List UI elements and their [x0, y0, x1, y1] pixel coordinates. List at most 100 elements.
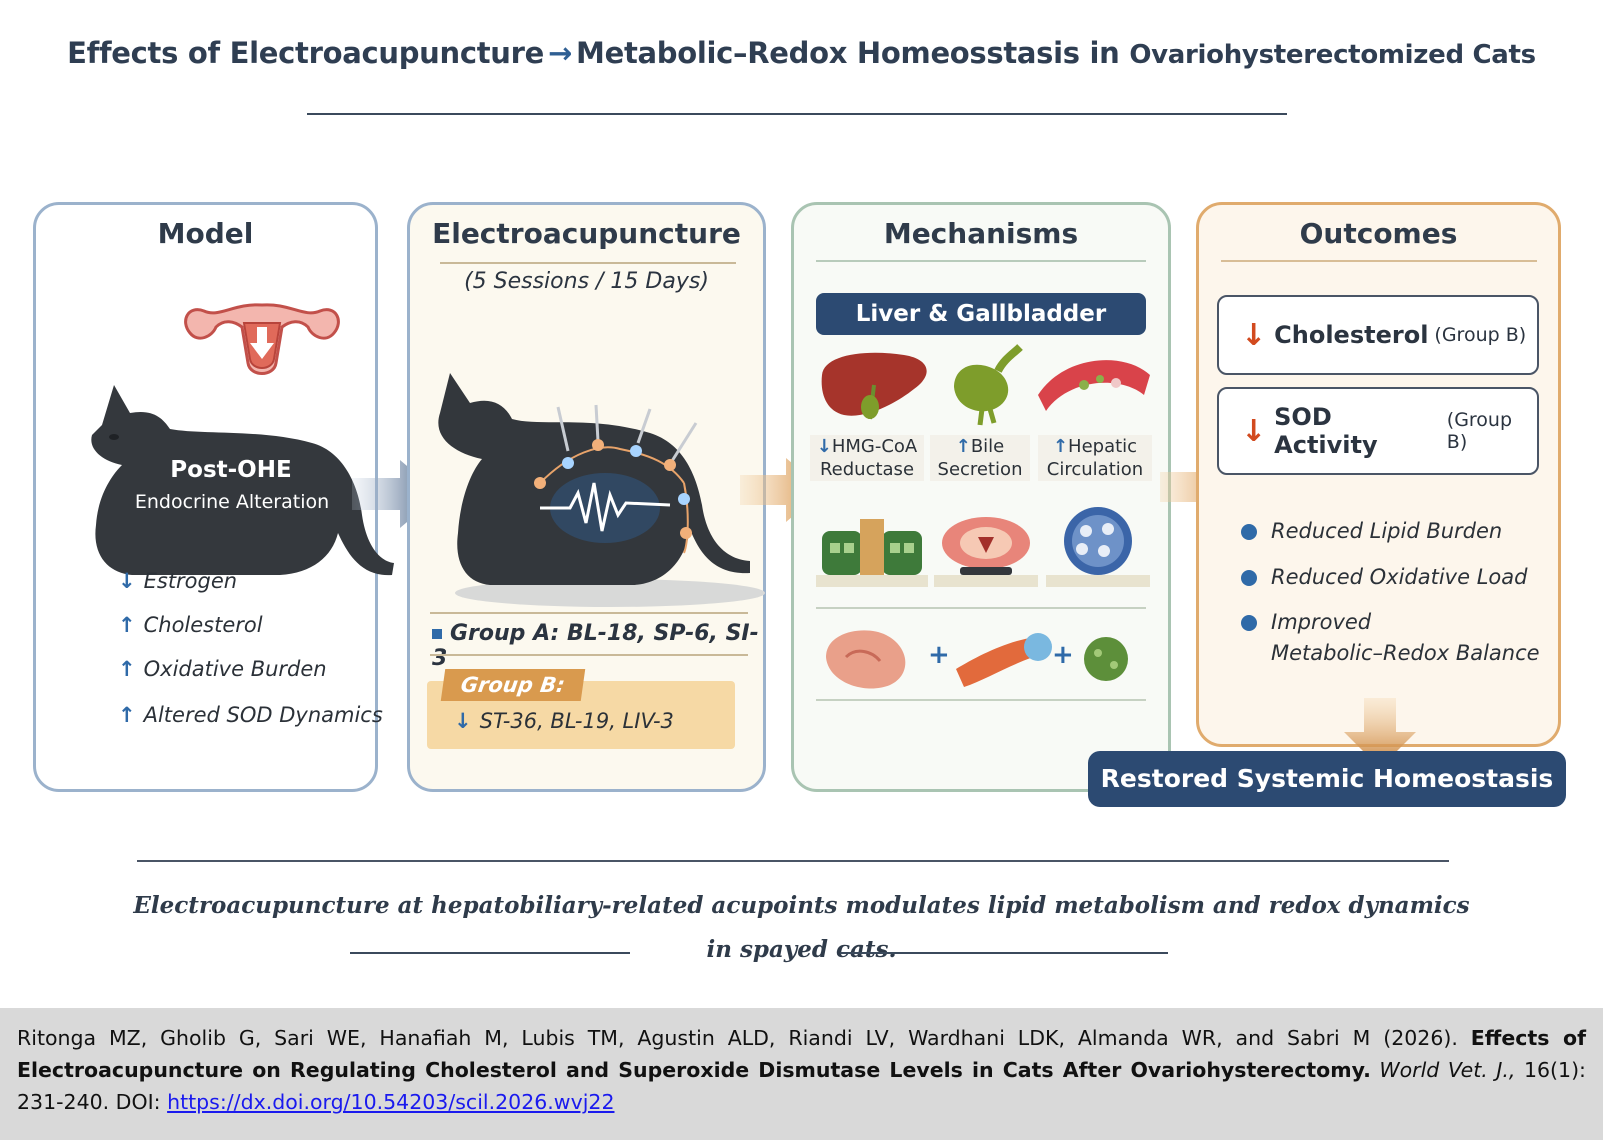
citation-authors: Ritonga MZ, Gholib G, Sari WE, Hanafiah … [17, 1026, 1458, 1050]
citation-journal: World Vet. J., [1379, 1058, 1516, 1082]
square-bullet-icon [432, 629, 442, 639]
caption-rule-left [350, 952, 630, 954]
cat-silhouette-icon [91, 385, 394, 576]
electroacupuncture-heading: Electroacupuncture [432, 217, 741, 250]
outcome-bullet-text: Improved [1271, 610, 1372, 634]
enzyme-icon [934, 517, 1038, 587]
title-part2: Metabolic–Redox Homeosstasis in [576, 36, 1120, 70]
title-arrow-icon: → [548, 36, 573, 70]
outcome-bullet-balance: Improved [1241, 610, 1371, 634]
down-arrow-icon: ↓ [118, 569, 136, 593]
cell-structure-icon [816, 519, 928, 587]
outcome-cholesterol-box: ↓Cholesterol(Group B) [1217, 295, 1539, 375]
outcome-sod-text: SOD Activity [1274, 403, 1378, 459]
group-b-points-text: ST-36, BL-19, LIV-3 [479, 709, 674, 733]
outcomes-heading: Outcomes [1299, 217, 1458, 250]
citation-doi-link[interactable]: https://dx.doi.org/10.54203/scil.2026.wv… [167, 1090, 615, 1114]
citation-text: Ritonga MZ, Gholib G, Sari WE, Hanafiah … [0, 1008, 1603, 1118]
mech-label-line: Circulation [1046, 459, 1144, 480]
outcome-sod-box: ↓SOD Activity (Group B) [1217, 387, 1539, 475]
bullet-dot-icon [1241, 615, 1257, 631]
down-arrow-icon: ↓ [454, 709, 472, 733]
mechanisms-heading: Mechanisms [883, 217, 1079, 250]
group-b-label: Group B: [440, 669, 585, 701]
mech-label-line: Bile [970, 436, 1005, 457]
model-item-text: Cholesterol [143, 613, 263, 637]
panel-rule [816, 699, 1146, 701]
caption-line2: in spayed cats. [706, 936, 897, 963]
mech-label-line: Secretion [937, 459, 1023, 480]
section-divider [137, 860, 1449, 862]
up-arrow-icon: ↑ [118, 703, 136, 727]
model-item-estrogen: ↓ Estrogen [118, 569, 237, 593]
panel-rule [816, 260, 1146, 262]
model-item-text: Oxidative Burden [143, 657, 327, 681]
citation-volume: 16(1): 231-240. DOI: [17, 1058, 1586, 1114]
up-arrow-icon: ↑ [118, 657, 136, 681]
model-item-sod: ↑ Altered SOD Dynamics [118, 703, 383, 727]
down-arrow-icon: ↓ [1241, 413, 1267, 449]
diagram-title: Effects of Electroacupuncture→Metabolic–… [0, 36, 1603, 70]
title-part3: Ovariohysterectomized Cats [1129, 40, 1536, 70]
outcomes-panel: Outcomes ↓Cholesterol(Group B) ↓SOD Acti… [1196, 202, 1561, 747]
liver-gallbladder-bar: Liver & Gallbladder [816, 293, 1146, 335]
caption-rule-right [840, 952, 1168, 954]
cat-label-main: Post-OHE [170, 457, 292, 483]
metabolic-pathway-icons: + + [826, 630, 1128, 689]
session-info: (5 Sessions / 15 Days) [464, 269, 709, 294]
model-item-cholesterol: ↑ Cholesterol [118, 613, 263, 637]
model-item-text: Estrogen [143, 569, 238, 593]
panel-rule [440, 262, 736, 264]
panel-rule [430, 612, 748, 614]
down-flow-arrow-icon [1344, 698, 1416, 768]
electroacupuncture-panel: Electroacupuncture (5 Sessions / 15 Days… [407, 202, 766, 792]
up-arrow-icon: ↑ [955, 436, 971, 457]
caption-line1: Electroacupuncture at hepatobiliary-rela… [133, 892, 1470, 919]
panel-rule [1221, 260, 1537, 262]
model-panel: Model Post-OHE Endocrine Alteration ↓ Est… [33, 202, 394, 792]
model-heading: Model [157, 217, 254, 250]
svg-text:+: + [928, 640, 950, 670]
model-item-oxidative-burden: ↑ Oxidative Burden [118, 657, 327, 681]
mech-label-line: HMG-CoA [831, 436, 918, 457]
mech-label-line: Reductase [819, 459, 915, 480]
outcome-cholesterol-text: Cholesterol [1274, 321, 1429, 349]
outcome-bullet-lipid: Reduced Lipid Burden [1241, 519, 1502, 543]
group-a: Group A: BL-18, SP-6, SI-3 [432, 621, 763, 671]
cell-vesicle-icon [1046, 507, 1150, 587]
group-a-text: Group A: BL-18, SP-6, SI-3 [432, 621, 759, 671]
outcome-bullet-oxidative: Reduced Oxidative Load [1241, 565, 1527, 589]
outcome-cholesterol-note: (Group B) [1434, 324, 1527, 346]
up-arrow-icon: ↑ [1052, 436, 1069, 457]
outcome-bullet-balance-line2: Metabolic–Redox Balance [1271, 641, 1540, 665]
down-arrow-icon: ↓ [816, 436, 832, 457]
panel-rule [430, 654, 748, 656]
cat-with-needles-icon [438, 373, 765, 607]
restored-homeostasis-banner: Restored Systemic Homeostasis [1088, 751, 1566, 807]
title-part1: Effects of Electroacupuncture [67, 36, 545, 70]
outcome-bullet-text: Reduced Oxidative Load [1271, 565, 1528, 589]
blood-vessel-icon [1038, 360, 1150, 411]
up-arrow-icon: ↑ [118, 613, 136, 637]
citation-footer: Ritonga MZ, Gholib G, Sari WE, Hanafiah … [0, 1008, 1603, 1140]
bullet-dot-icon [1241, 570, 1257, 586]
svg-text:+: + [1052, 640, 1074, 670]
cat-label-sub: Endocrine Alteration [134, 491, 330, 513]
liver-icon [821, 352, 927, 420]
group-b-points: ↓ ST-36, BL-19, LIV-3 [454, 709, 674, 733]
bullet-dot-icon [1241, 524, 1257, 540]
uterus-icon [184, 303, 340, 375]
panel-rule [816, 607, 1146, 609]
outcome-bullet-text: Reduced Lipid Burden [1271, 519, 1503, 543]
model-item-text: Altered SOD Dynamics [143, 703, 383, 727]
mech-label-line: Hepatic [1068, 436, 1138, 457]
outcome-sod-note: (Group B) [1446, 409, 1513, 453]
title-underline [307, 113, 1287, 115]
citation-article-title: Effects of Electroacupuncture on Regulat… [17, 1026, 1586, 1082]
gallbladder-icon [954, 344, 1023, 426]
down-arrow-icon: ↓ [1241, 317, 1267, 353]
